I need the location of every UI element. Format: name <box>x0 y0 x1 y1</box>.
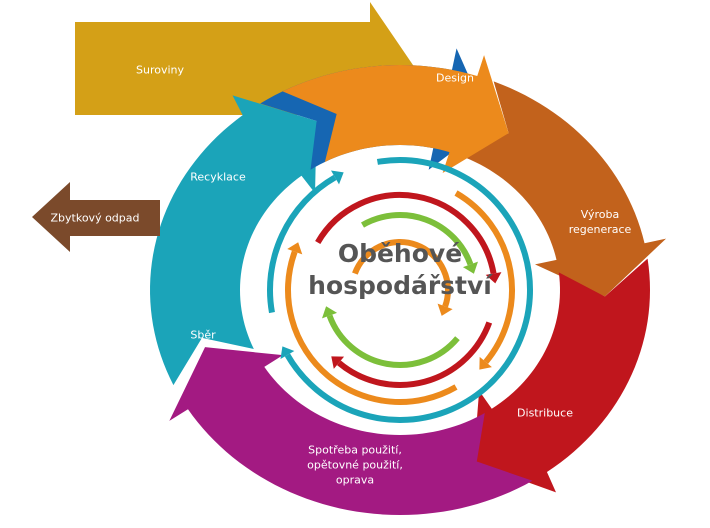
inner-arc-red-1-arrowhead <box>485 272 502 284</box>
label-spotreba: Spotřeba použití,opětovné použití,oprava <box>307 443 403 488</box>
inner-arc-teal-2-arrowhead <box>331 170 344 185</box>
vyroba-segment <box>459 81 667 297</box>
label-design: Design <box>436 71 474 85</box>
inner-arc-green-1-arrowhead <box>462 261 478 274</box>
inner-arc-green-2 <box>326 314 460 368</box>
label-distribuce: Distribuce <box>517 406 573 420</box>
label-spotreba-line3: oprava <box>335 473 375 487</box>
inner-arc-green-2-arrowhead <box>322 306 338 319</box>
label-spotreba-line2: opětovné použití, <box>307 458 403 472</box>
inner-arc-teal-1 <box>284 157 533 423</box>
diagram-title: Oběhové hospodářství <box>308 238 492 302</box>
label-vyroba-line1: Výroba <box>580 208 620 221</box>
distribuce-segment <box>473 258 650 493</box>
inner-arc-orange-1 <box>285 250 458 405</box>
inner-arc-red-2 <box>337 321 493 388</box>
zbytkovy-odpad-arrow <box>32 182 160 252</box>
sber-segment <box>150 95 317 386</box>
label-vyroba-line2: regenerace <box>568 223 632 236</box>
inner-arc-orange-center <box>352 239 451 308</box>
label-suroviny: Suroviny <box>135 63 185 77</box>
inner-arc-teal-1-arrowhead <box>280 346 295 359</box>
title-line1: Oběhové <box>337 239 463 268</box>
label-spotreba-line1: Spotřeba použití, <box>308 443 402 457</box>
design-segment <box>282 55 509 174</box>
inner-arc-teal-2 <box>267 174 337 314</box>
inner-arc-orange-2 <box>454 190 515 364</box>
title-line2: hospodářství <box>308 271 492 300</box>
inner-arc-red-1 <box>315 192 497 275</box>
inner-arc-orange-1-arrowhead <box>287 242 303 255</box>
label-sber: Sběr <box>190 328 216 342</box>
inner-arc-orange-center-arrowhead <box>437 303 453 316</box>
label-zbytkovy-odpad: Zbytkový odpad <box>50 211 140 225</box>
inner-arc-orange-2-arrowhead <box>479 356 492 370</box>
inner-arc-red-2-arrowhead <box>331 356 345 369</box>
label-vyroba: Výroba regenerace <box>569 207 632 237</box>
spotreba-segment <box>169 347 533 515</box>
label-recyklace: Recyklace <box>190 170 246 184</box>
inner-arc-green-1 <box>361 212 474 266</box>
